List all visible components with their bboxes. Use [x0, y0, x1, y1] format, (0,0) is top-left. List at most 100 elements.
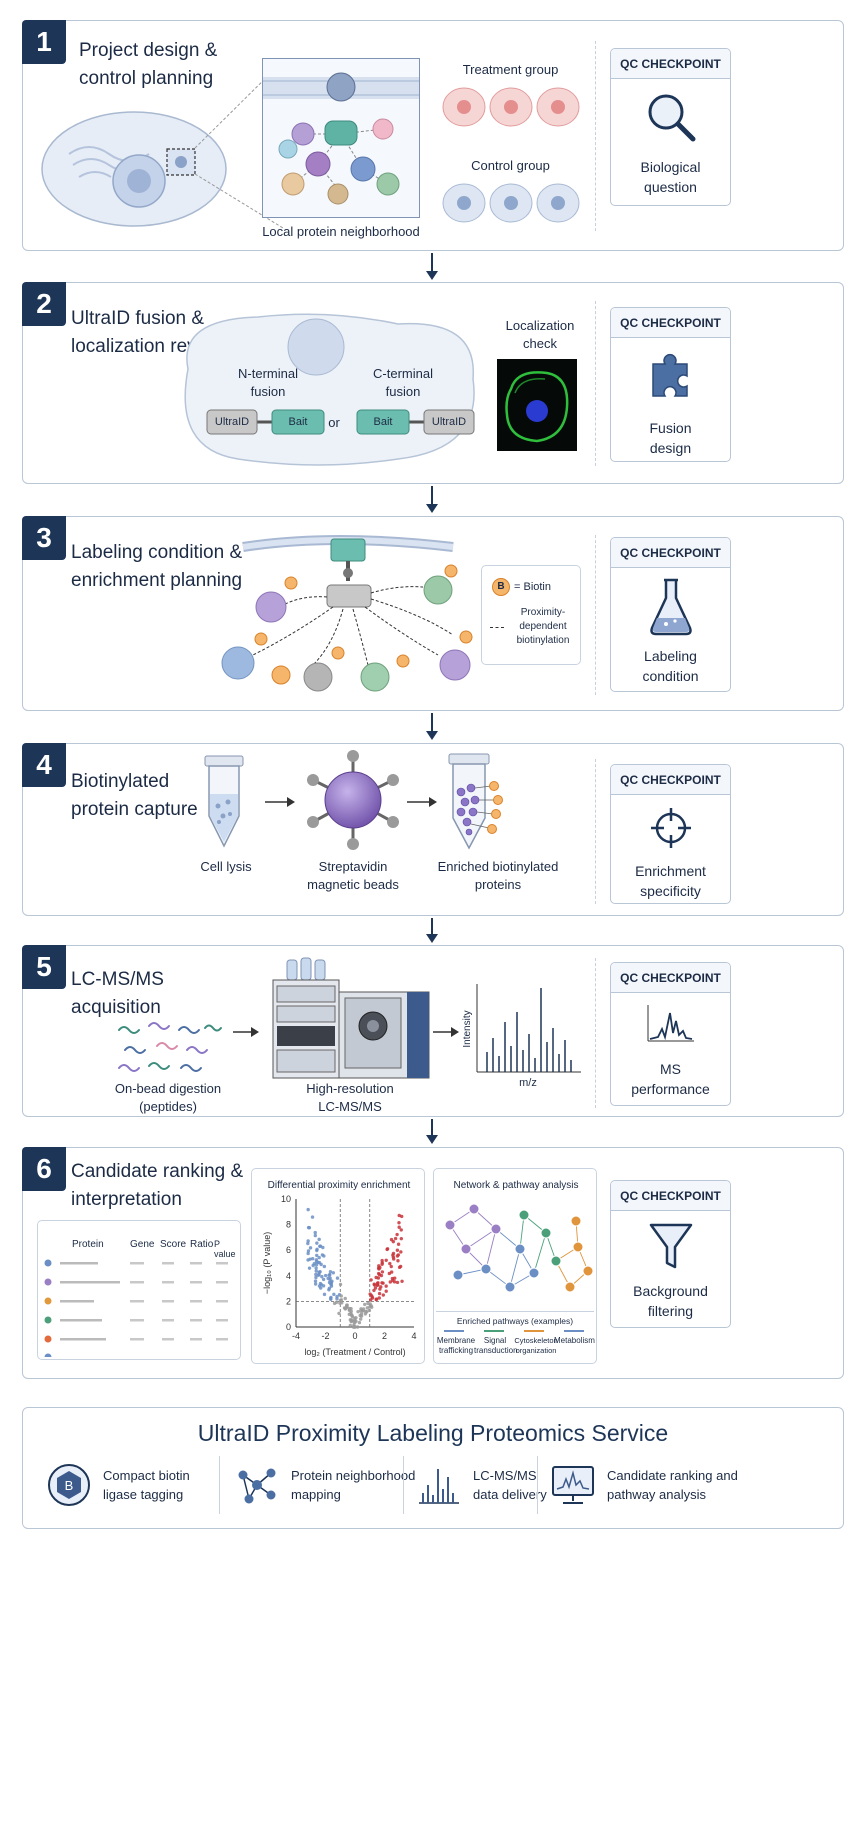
qc-label: Fusion design [649, 420, 692, 456]
qc-label: MS performance [631, 1061, 710, 1097]
data-point [306, 1241, 310, 1246]
data-point [395, 1280, 400, 1285]
data-point [306, 1249, 311, 1253]
mz-label: m/z [519, 1077, 537, 1089]
data-point [331, 1271, 336, 1275]
qc-label: Background filtering [633, 1283, 708, 1319]
qc-header: QC CHECKPOINT [611, 308, 730, 338]
data-point [350, 1314, 354, 1319]
digestion-label: On-bead digestion (peptides) [114, 1081, 222, 1114]
col-header-protein: Protein [72, 1239, 104, 1250]
data-point [378, 1265, 382, 1270]
c-fusion-construct [356, 409, 475, 435]
col-header-ratio: Ratio [190, 1239, 214, 1250]
bead-icon [307, 750, 399, 850]
x-tick-label: -4 [292, 1331, 300, 1341]
data-point [393, 1236, 398, 1241]
feature-item: Candidate ranking and pathway analysis [551, 1452, 738, 1518]
biotin-legend-icon: B [492, 578, 510, 596]
feature-text: Compact biotin ligase tagging [103, 1468, 190, 1502]
spectrum-icon [419, 1469, 459, 1504]
step-2-panel: 2 UltraID fusion & localization review N… [22, 282, 844, 484]
qc-checkpoint-5: QC CHECKPOINT MS performance [610, 962, 731, 1106]
data-point [338, 1301, 342, 1305]
data-point [399, 1236, 404, 1241]
data-point [355, 1325, 360, 1329]
network-title: Network & pathway analysis [453, 1180, 579, 1191]
treatment-cells [442, 87, 580, 127]
or-label: or [328, 415, 340, 430]
data-point [391, 1253, 395, 1257]
flask-icon [611, 578, 730, 636]
network-graph [444, 1203, 594, 1293]
pathway-label: Metabolism [554, 1336, 595, 1345]
feature-item: LC-MS/MS data delivery [417, 1452, 547, 1518]
control-cells [442, 183, 580, 223]
data-point [332, 1301, 337, 1306]
step-title: Project design & control planning [79, 40, 218, 89]
data-point [326, 1276, 330, 1281]
arrow-icon [407, 797, 437, 807]
data-point [397, 1265, 402, 1270]
data-point [399, 1228, 403, 1232]
divider [595, 759, 596, 904]
data-point [339, 1298, 344, 1302]
flow-arrow [425, 918, 439, 944]
qc-label: Labeling condition [642, 648, 699, 684]
pathway-label: Cytoskeleton organization [514, 1336, 558, 1355]
data-point [327, 1286, 332, 1290]
y-tick-label: 0 [286, 1322, 291, 1332]
data-point [370, 1305, 374, 1309]
network-box: Network & pathway analysis [433, 1168, 597, 1364]
divider [595, 41, 596, 231]
feature-item: B Compact biotin ligase tagging [47, 1452, 190, 1518]
data-point [332, 1292, 336, 1297]
microscopy-image [497, 359, 577, 451]
data-point [380, 1270, 385, 1274]
step-1-panel: 1 Project design & control planning [22, 20, 844, 251]
n-fusion-construct [206, 409, 325, 435]
service-footer: UltraID Proximity Labeling Proteomics Se… [22, 1407, 844, 1529]
flow-arrow [425, 713, 439, 741]
divider [595, 301, 596, 466]
data-point [354, 1316, 358, 1320]
data-point [385, 1247, 390, 1251]
data-point [388, 1261, 392, 1266]
data-point [354, 1319, 358, 1323]
data-point [400, 1214, 404, 1219]
c-terminal-label: C-terminal fusion [373, 366, 433, 399]
data-point [397, 1221, 401, 1225]
qc-checkpoint-4: QC CHECKPOINT Enrichment specificity [610, 764, 731, 904]
data-point [315, 1247, 319, 1252]
data-point [322, 1254, 326, 1258]
data-point [366, 1301, 370, 1306]
step-number: 2 [22, 282, 66, 326]
data-point [359, 1317, 363, 1321]
step-number: 1 [22, 20, 66, 64]
data-point [314, 1258, 319, 1262]
qc-header: QC CHECKPOINT [611, 49, 730, 79]
biotin-legend-label: = Biotin [514, 581, 551, 593]
service-title: UltraID Proximity Labeling Proteomics Se… [197, 1420, 669, 1446]
funnel-icon [611, 1221, 730, 1271]
data-point [313, 1282, 318, 1286]
cell-lysis-label: Cell lysis [200, 859, 252, 874]
data-point [322, 1264, 327, 1269]
step-number: 5 [22, 945, 66, 989]
data-point [322, 1292, 327, 1297]
step-number: 6 [22, 1147, 66, 1191]
data-point [310, 1215, 315, 1219]
legend-box: B = Biotin Proximity- dependent biotinyl… [481, 565, 581, 665]
svg-text:B: B [65, 1478, 74, 1493]
pathway-label: Signal transduction [474, 1336, 518, 1355]
spectrum-peak-icon [611, 1003, 730, 1043]
data-point [376, 1281, 380, 1285]
data-point [367, 1308, 372, 1313]
magnifier-icon [611, 89, 730, 145]
data-point [396, 1259, 400, 1263]
neighborhood-box [262, 58, 420, 218]
qc-header: QC CHECKPOINT [611, 1181, 730, 1211]
divider [219, 1456, 220, 1514]
col-header-pvalue: P value [214, 1239, 236, 1259]
data-point [313, 1233, 318, 1238]
